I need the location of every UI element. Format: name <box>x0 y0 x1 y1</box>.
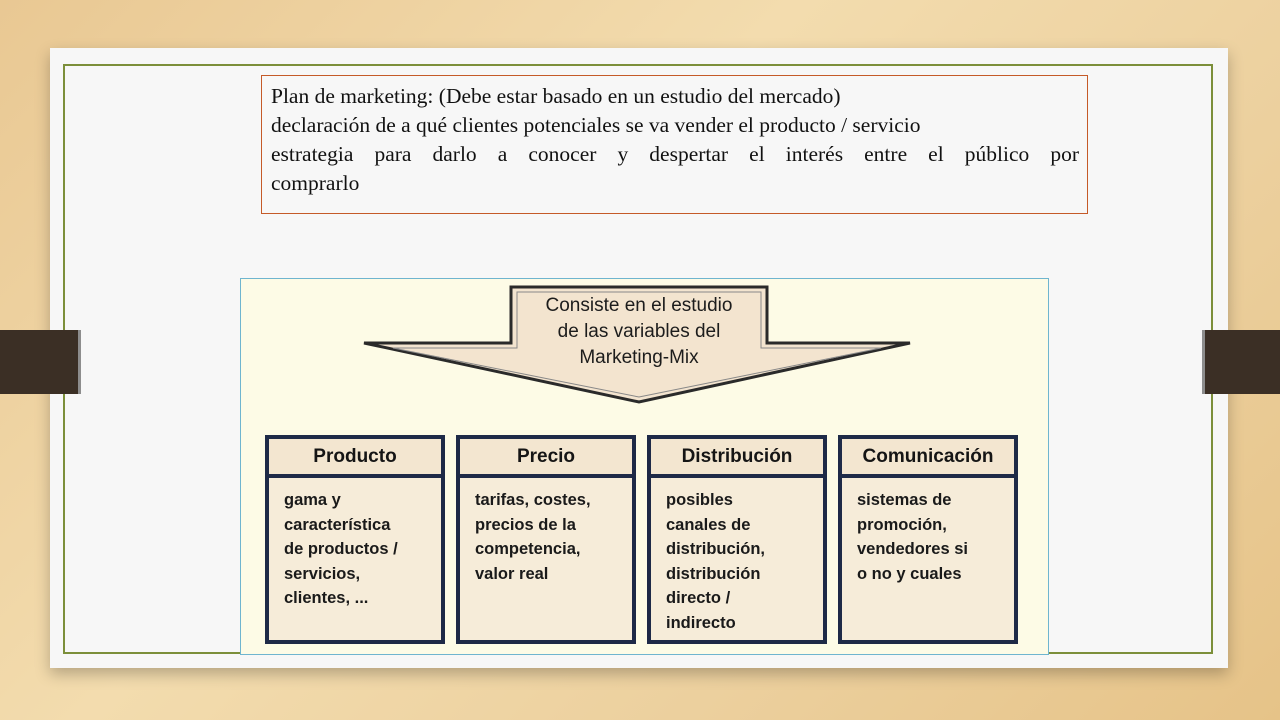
column-line: vendedores si <box>857 540 968 558</box>
column-body: tarifas, costes, precios de la competenc… <box>460 478 632 586</box>
column-line: de productos / <box>284 540 398 558</box>
column-line: servicios, <box>284 564 361 583</box>
column-body: gama y característica de productos / ser… <box>269 478 441 611</box>
column-line: o no y cuales <box>857 564 962 583</box>
column-title: Comunicación <box>842 439 1014 478</box>
textbox-line-4: comprarlo <box>271 171 360 195</box>
textbox-line-1: Plan de marketing: (Debe estar basado en… <box>271 84 841 108</box>
textbox-line-3: estrategia para darlo a conocer y desper… <box>271 142 1079 166</box>
arrow-shape <box>363 285 911 404</box>
column-line: indirecto <box>666 613 736 632</box>
column-line: clientes, ... <box>284 589 369 607</box>
arrow-line: Marketing-Mix <box>579 347 699 368</box>
arrow-line: de las variables del <box>557 321 721 342</box>
column-distribucion: Distribución posibles canales de distrib… <box>647 435 827 644</box>
column-comunicacion: Comunicación sistemas de promoción, vend… <box>838 435 1018 644</box>
arrow-label: Consiste en el estudio de las variables … <box>511 293 767 371</box>
column-precio: Precio tarifas, costes, precios de la co… <box>456 435 636 644</box>
marketing-plan-textbox: Plan de marketing: (Debe estar basado en… <box>261 75 1088 214</box>
marketing-mix-diagram: Consiste en el estudio de las variables … <box>240 278 1049 655</box>
column-line: tarifas, costes, <box>475 491 591 509</box>
column-line: canales de <box>666 515 751 534</box>
column-line: directo / <box>666 589 731 607</box>
column-line: distribución <box>666 564 761 583</box>
column-body: posibles canales de distribución, distri… <box>651 478 823 635</box>
column-line: valor real <box>475 564 549 583</box>
column-line: posibles <box>666 491 733 509</box>
column-producto: Producto gama y característica de produc… <box>265 435 445 644</box>
column-title: Distribución <box>651 439 823 478</box>
textbox-line-2: declaración de a qué clientes potenciale… <box>271 113 921 137</box>
arrow-line: Consiste en el estudio <box>545 295 733 316</box>
column-body: sistemas de promoción, vendedores si o n… <box>842 478 1014 586</box>
right-binder-tab <box>1202 330 1280 394</box>
column-line: gama y <box>284 491 341 509</box>
left-binder-tab <box>0 330 81 394</box>
column-line: sistemas de <box>857 491 952 509</box>
column-title: Producto <box>269 439 441 478</box>
column-title: Precio <box>460 439 632 478</box>
column-line: promoción, <box>857 515 947 534</box>
column-line: competencia, <box>475 540 581 558</box>
column-line: precios de la <box>475 515 576 534</box>
column-line: distribución, <box>666 540 765 558</box>
column-line: característica <box>284 515 391 534</box>
